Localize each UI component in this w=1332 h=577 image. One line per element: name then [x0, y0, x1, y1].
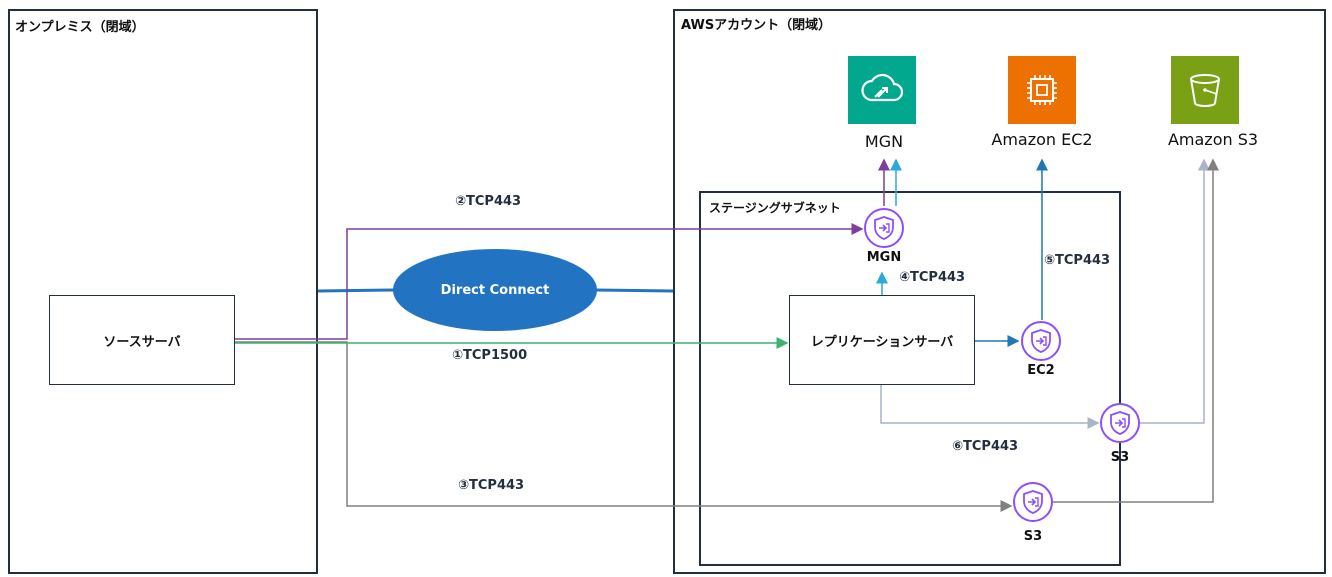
s3-endpoint-icon — [1100, 403, 1140, 443]
direct-connect-label: Direct Connect — [440, 282, 550, 298]
mgn-endpoint-label: MGN — [866, 250, 902, 265]
flow6-label: ⑥TCP443 — [952, 439, 1019, 454]
flow2-line — [235, 223, 864, 340]
staging-subnet-frame — [699, 191, 1121, 566]
mgn-service-label: MGN — [864, 132, 904, 151]
direct-connect-link-right — [595, 288, 674, 293]
flow1-label: ①TCP1500 — [452, 348, 528, 363]
flow3-label: ③TCP443 — [458, 478, 525, 493]
s3-bottom-endpoint-to-service — [1053, 158, 1219, 503]
s3-service-icon — [1171, 56, 1239, 124]
aws-account-label: AWSアカウント（閉域） — [681, 18, 832, 33]
replication-server-label: レプリケーションサーバ — [810, 334, 954, 350]
ec2-endpoint-icon — [1021, 321, 1061, 361]
direct-connect-link-left — [317, 288, 396, 293]
flow4-label: ④TCP443 — [899, 270, 966, 285]
mgn-endpoint-icon — [864, 208, 904, 248]
ec2-service-label: Amazon EC2 — [991, 130, 1093, 149]
s3-service-label: Amazon S3 — [1167, 130, 1259, 149]
ec2-service-icon — [1008, 56, 1076, 124]
flow5-label: ⑤TCP443 — [1044, 253, 1111, 268]
mgn-service-icon — [848, 56, 916, 124]
direct-connect: Direct Connect — [393, 249, 597, 331]
staging-subnet-label: ステージングサブネット — [709, 201, 841, 215]
s3-bottom-endpoint-label: S3 — [1023, 529, 1043, 544]
flow6-line — [880, 385, 1100, 429]
s3-bottom-endpoint-icon — [1013, 482, 1053, 522]
flow2-label: ②TCP443 — [455, 194, 522, 209]
flow3-line — [235, 341, 1013, 512]
source-server-label: ソースサーバ — [103, 334, 181, 350]
source-server: ソースサーバ — [49, 295, 235, 385]
onprem-frame — [8, 9, 318, 574]
aws-account-frame — [673, 9, 1326, 574]
s3-endpoint-to-service — [1139, 158, 1210, 424]
onprem-label: オンプレミス（閉域） — [15, 20, 145, 35]
replication-server: レプリケーションサーバ — [789, 295, 975, 385]
s3-endpoint-label: S3 — [1110, 450, 1130, 465]
ec2-endpoint-label: EC2 — [1027, 363, 1055, 378]
